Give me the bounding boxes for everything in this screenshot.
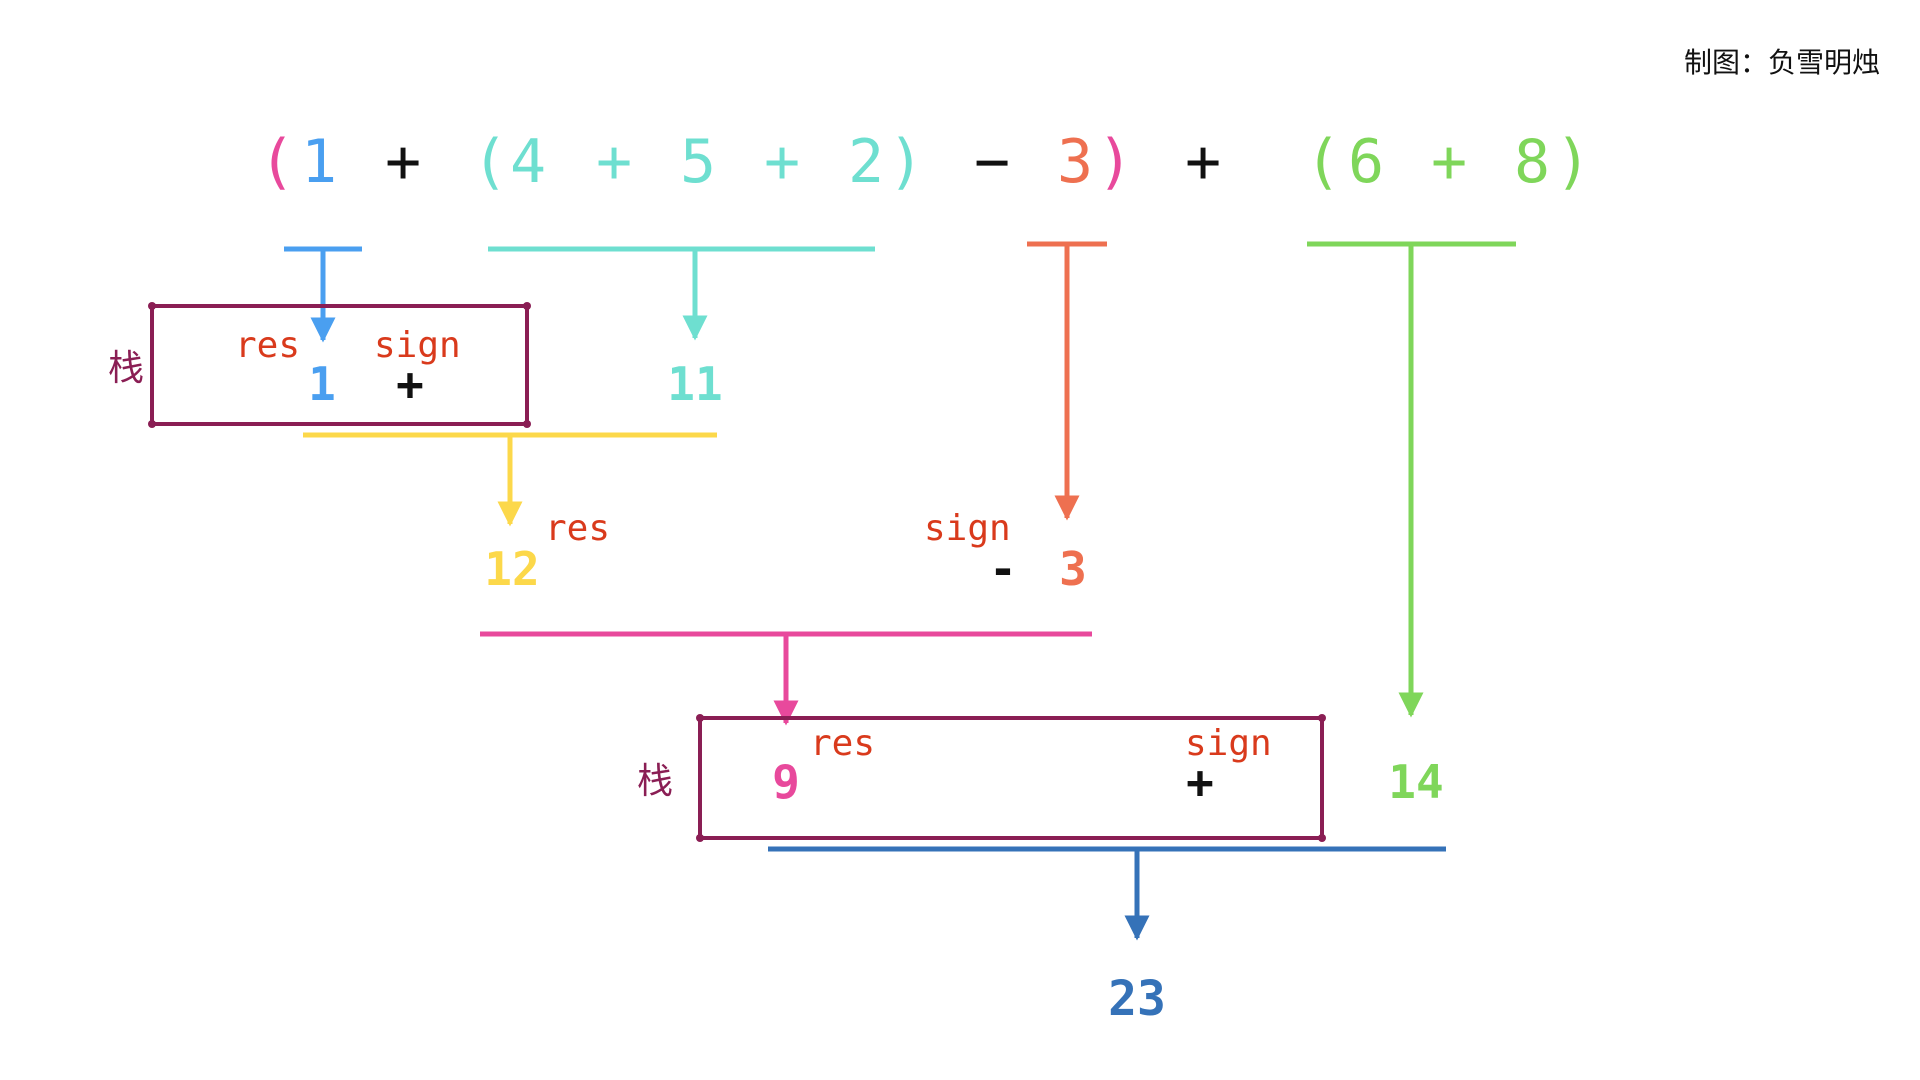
- expression-token: +: [1431, 127, 1467, 197]
- stack1-res-value: 1: [308, 357, 336, 411]
- expression-token: ): [1555, 127, 1591, 197]
- stack-box-1-corner: [148, 302, 156, 310]
- stack-box-1-corner: [523, 420, 531, 428]
- final-result: 23: [1108, 971, 1166, 1027]
- expression-token: ): [1097, 127, 1133, 197]
- stack2-res-label: res: [810, 723, 875, 764]
- expression-token: 1: [301, 127, 337, 197]
- inner-sum-value: 11: [667, 357, 722, 411]
- expression-token: +: [385, 127, 421, 197]
- sign-minus-label: sign: [924, 508, 1011, 549]
- expression-token: (: [1305, 127, 1341, 197]
- expression-token: (: [259, 127, 295, 197]
- stack1-res-label: res: [235, 325, 300, 366]
- res-12-value: 12: [484, 542, 539, 596]
- stack-box-2-corner: [696, 834, 704, 842]
- stack-box-1-corner: [148, 420, 156, 428]
- expression-token: 4: [510, 127, 546, 197]
- expression: (1+(4+5+2)−3)+(6+8): [259, 127, 1591, 197]
- stack-box-1: [150, 304, 529, 426]
- stack-label-2: 栈: [637, 761, 673, 802]
- expression-token: +: [764, 127, 800, 197]
- stack2-sign-value: +: [1186, 755, 1214, 809]
- stack-label-1: 栈: [108, 348, 144, 389]
- stack1-sign-value: +: [396, 357, 424, 411]
- stack-box-2-corner: [1318, 834, 1326, 842]
- res-12-label: res: [545, 508, 610, 549]
- expression-token: (: [472, 127, 508, 197]
- credit-text: 制图：负雪明烛: [1684, 46, 1880, 79]
- expression-token: 3: [1057, 127, 1093, 197]
- stack-box-2-corner: [1318, 714, 1326, 722]
- three-value: 3: [1059, 542, 1087, 596]
- expression-token: +: [596, 127, 632, 197]
- expression-token: 6: [1348, 127, 1384, 197]
- expression-token: +: [1185, 127, 1221, 197]
- expression-token: 8: [1514, 127, 1550, 197]
- expression-token: −: [974, 127, 1010, 197]
- stack2-res-value: 9: [772, 755, 800, 809]
- sign-minus-value: -: [989, 542, 1017, 596]
- fourteen-value: 14: [1388, 755, 1443, 809]
- expression-token: 5: [680, 127, 716, 197]
- expression-token: 2: [848, 127, 884, 197]
- stack-box-1-corner: [523, 302, 531, 310]
- stack-box-2-corner: [696, 714, 704, 722]
- stack2-sign-label: sign: [1185, 723, 1272, 764]
- stack1-sign-label: sign: [374, 325, 461, 366]
- expression-token: ): [888, 127, 924, 197]
- stack-box-2: [698, 716, 1324, 840]
